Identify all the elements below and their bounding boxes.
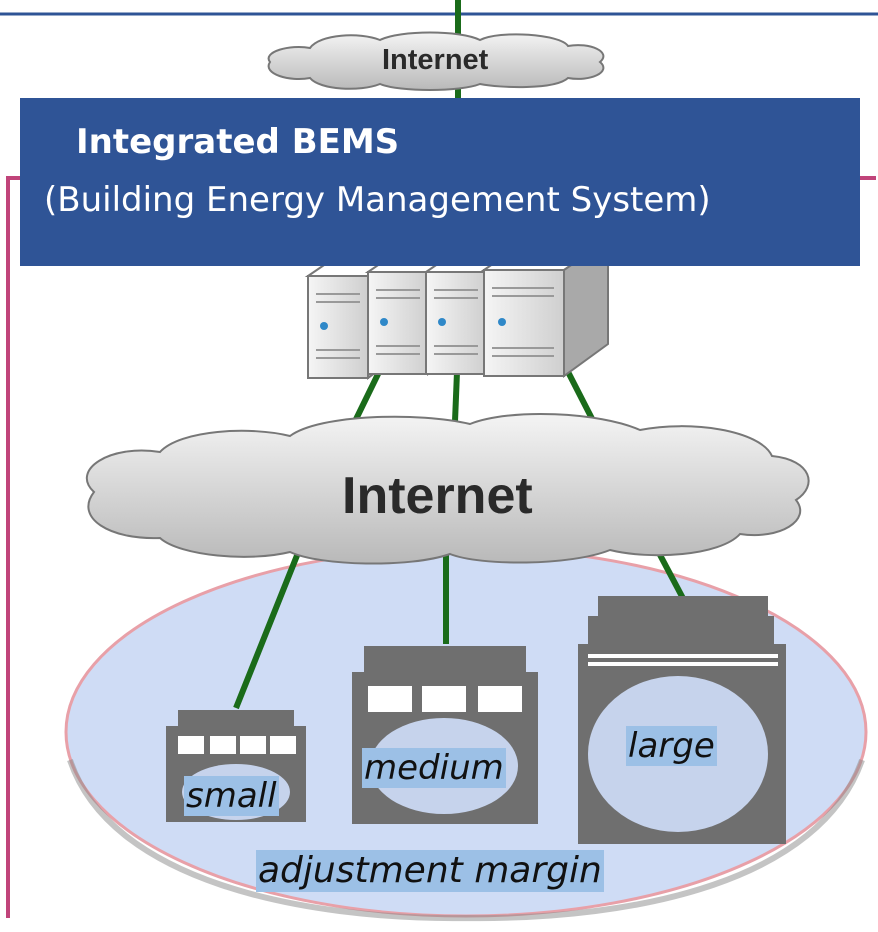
system-frame	[6, 176, 876, 918]
medium-label: medium	[362, 748, 506, 788]
top-internet-label: Internet	[382, 44, 489, 76]
large-building-icon	[578, 596, 786, 844]
adjustment-margin-label: adjustment margin	[256, 850, 604, 892]
top-internet-cloud-icon	[267, 31, 605, 91]
top-edge	[0, 0, 878, 14]
title-subheading: (Building Energy Management System)	[44, 180, 711, 220]
large-label: large	[626, 726, 717, 766]
ellipse-shadow	[67, 759, 865, 922]
small-label: small	[184, 776, 279, 816]
title-banner	[20, 98, 860, 266]
middle-internet-cloud-icon	[86, 412, 810, 565]
medium-building-icon	[352, 646, 538, 824]
title-heading: Integrated BEMS	[76, 122, 400, 162]
middle-internet-label: Internet	[342, 467, 533, 525]
